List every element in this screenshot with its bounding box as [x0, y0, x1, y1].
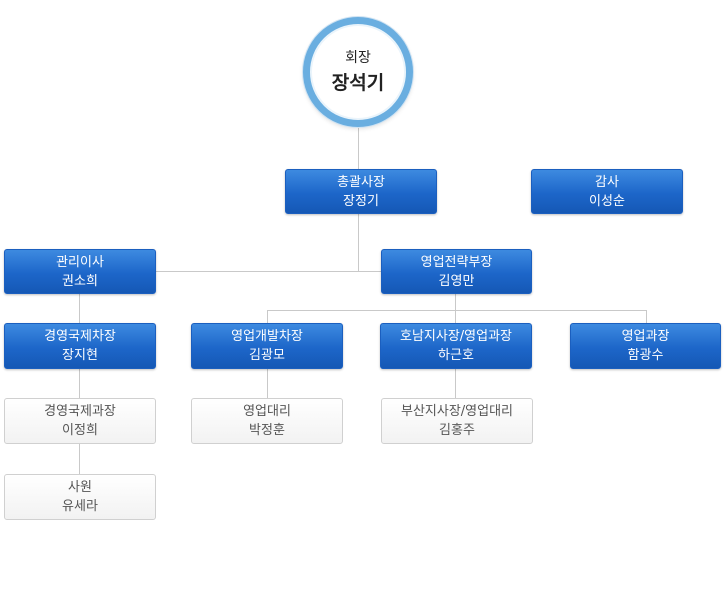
line-chairman-to-president: [358, 127, 359, 169]
intl-manager-node: 경영국제과장 이정희: [4, 398, 156, 444]
staff-title: 사원: [68, 480, 92, 495]
auditor-node: 감사 이성순: [531, 169, 683, 214]
line-management-horizontal: [155, 271, 382, 272]
general-president-name: 장정기: [343, 193, 379, 209]
honam-president-node: 호남지사장/영업과장 하근호: [380, 323, 532, 369]
line-rail-to-sales-manager: [646, 310, 647, 323]
general-president-title: 총괄사장: [337, 174, 385, 190]
chairman-title: 회장: [345, 50, 371, 66]
dev-deputy-title: 영업개발차장: [231, 329, 303, 344]
sales-manager-name: 함광수: [627, 348, 664, 363]
sales-assistant-node: 영업대리 박정훈: [191, 398, 343, 444]
line-dev-to-assistant: [267, 369, 268, 398]
intl-deputy-name: 장지현: [62, 348, 98, 363]
sales-assistant-name: 박정훈: [249, 423, 285, 438]
busan-president-node: 부산지사장/영업대리 김홍주: [381, 398, 533, 444]
managing-director-title: 관리이사: [56, 254, 104, 270]
sales-strategy-head-title: 영업전략부장: [420, 254, 493, 270]
sales-manager-node: 영업과장 함광수: [570, 323, 721, 369]
dev-deputy-name: 김광모: [249, 348, 285, 363]
staff-name: 유세라: [62, 499, 98, 514]
sales-strategy-head-node: 영업전략부장 김영만: [381, 249, 532, 294]
sales-assistant-title: 영업대리: [243, 404, 291, 419]
intl-manager-title: 경영국제과장: [44, 404, 116, 419]
chairman-name: 장석기: [331, 72, 385, 94]
line-honam-to-busan: [455, 369, 456, 398]
busan-president-name: 김홍주: [439, 423, 475, 438]
line-sales-to-rail: [455, 293, 456, 310]
intl-manager-name: 이정희: [62, 423, 98, 438]
intl-deputy-node: 경영국제차장 장지현: [4, 323, 156, 369]
sales-strategy-head-name: 김영만: [438, 273, 475, 289]
managing-director-name: 권소희: [62, 273, 98, 289]
line-rail-to-honam: [455, 310, 456, 323]
line-intl-vertical: [79, 294, 80, 475]
auditor-title: 감사: [595, 174, 619, 190]
auditor-name: 이성순: [589, 193, 625, 209]
managing-director-node: 관리이사 권소희: [4, 249, 156, 294]
line-sales-rail: [267, 310, 647, 311]
sales-manager-title: 영업과장: [621, 329, 670, 344]
chairman-node: 회장 장석기: [303, 17, 413, 127]
general-president-node: 총괄사장 장정기: [285, 169, 437, 214]
intl-deputy-title: 경영국제차장: [44, 329, 116, 344]
staff-node: 사원 유세라: [4, 474, 156, 520]
dev-deputy-node: 영업개발차장 김광모: [191, 323, 343, 369]
honam-president-name: 하근호: [438, 348, 474, 363]
line-rail-to-dev: [267, 310, 268, 323]
honam-president-title: 호남지사장/영업과장: [399, 329, 513, 344]
busan-president-title: 부산지사장/영업대리: [400, 404, 514, 419]
line-president-to-branch: [358, 213, 359, 271]
